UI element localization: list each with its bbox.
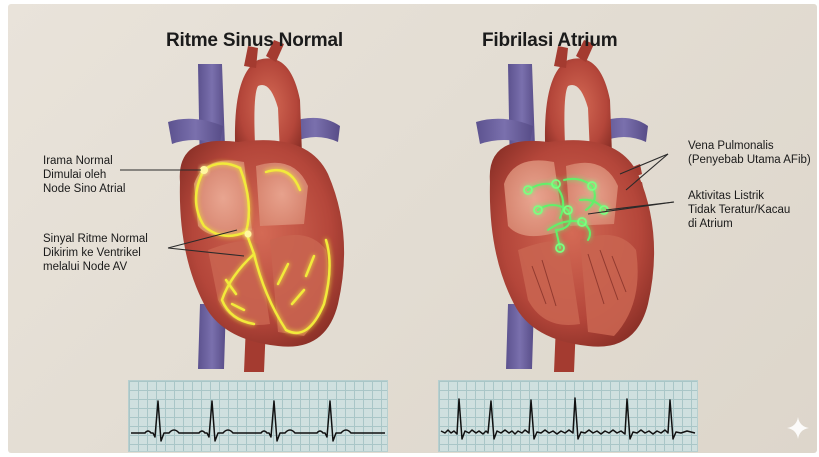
afib-heart: [476, 40, 654, 372]
pulmonary-veins-label-line: Vena Pulmonalis: [688, 139, 811, 153]
av-node-label-line: Dikirim ke Ventrikel: [43, 246, 148, 260]
afib-ecg-trace: [439, 381, 697, 451]
sa-node-label-line: Dimulai oleh: [43, 168, 125, 182]
sa-node-label-line: Irama Normal: [43, 154, 125, 168]
normal-rhythm-title: Ritme Sinus Normal: [166, 30, 343, 52]
sa-node-label-line: Node Sino Atrial: [43, 182, 125, 196]
chaotic-activity-label-line: Tidak Teratur/Kacau: [688, 203, 790, 217]
sparkle-icon: [786, 416, 810, 440]
pulmonary-veins-label-line: (Penyebab Utama AFib): [688, 153, 811, 167]
chaotic-activity-label: Aktivitas Listrik Tidak Teratur/Kacau di…: [688, 189, 790, 231]
afib-title: Fibrilasi Atrium: [482, 30, 617, 52]
av-node-label-line: melalui Node AV: [43, 260, 148, 274]
diagram-canvas: Ritme Sinus Normal Fibrilasi Atrium Iram…: [8, 4, 817, 453]
afib-ecg-strip: [438, 380, 698, 452]
sa-node-label: Irama Normal Dimulai oleh Node Sino Atri…: [43, 154, 125, 196]
av-node-label-line: Sinyal Ritme Normal: [43, 232, 148, 246]
av-node-label: Sinyal Ritme Normal Dikirim ke Ventrikel…: [43, 232, 148, 274]
pulmonary-veins-label: Vena Pulmonalis (Penyebab Utama AFib): [688, 139, 811, 167]
normal-ecg-strip: [128, 380, 388, 452]
normal-heart: [168, 40, 344, 372]
normal-ecg-trace: [129, 381, 387, 451]
chaotic-activity-label-line: di Atrium: [688, 217, 790, 231]
chaotic-activity-label-line: Aktivitas Listrik: [688, 189, 790, 203]
